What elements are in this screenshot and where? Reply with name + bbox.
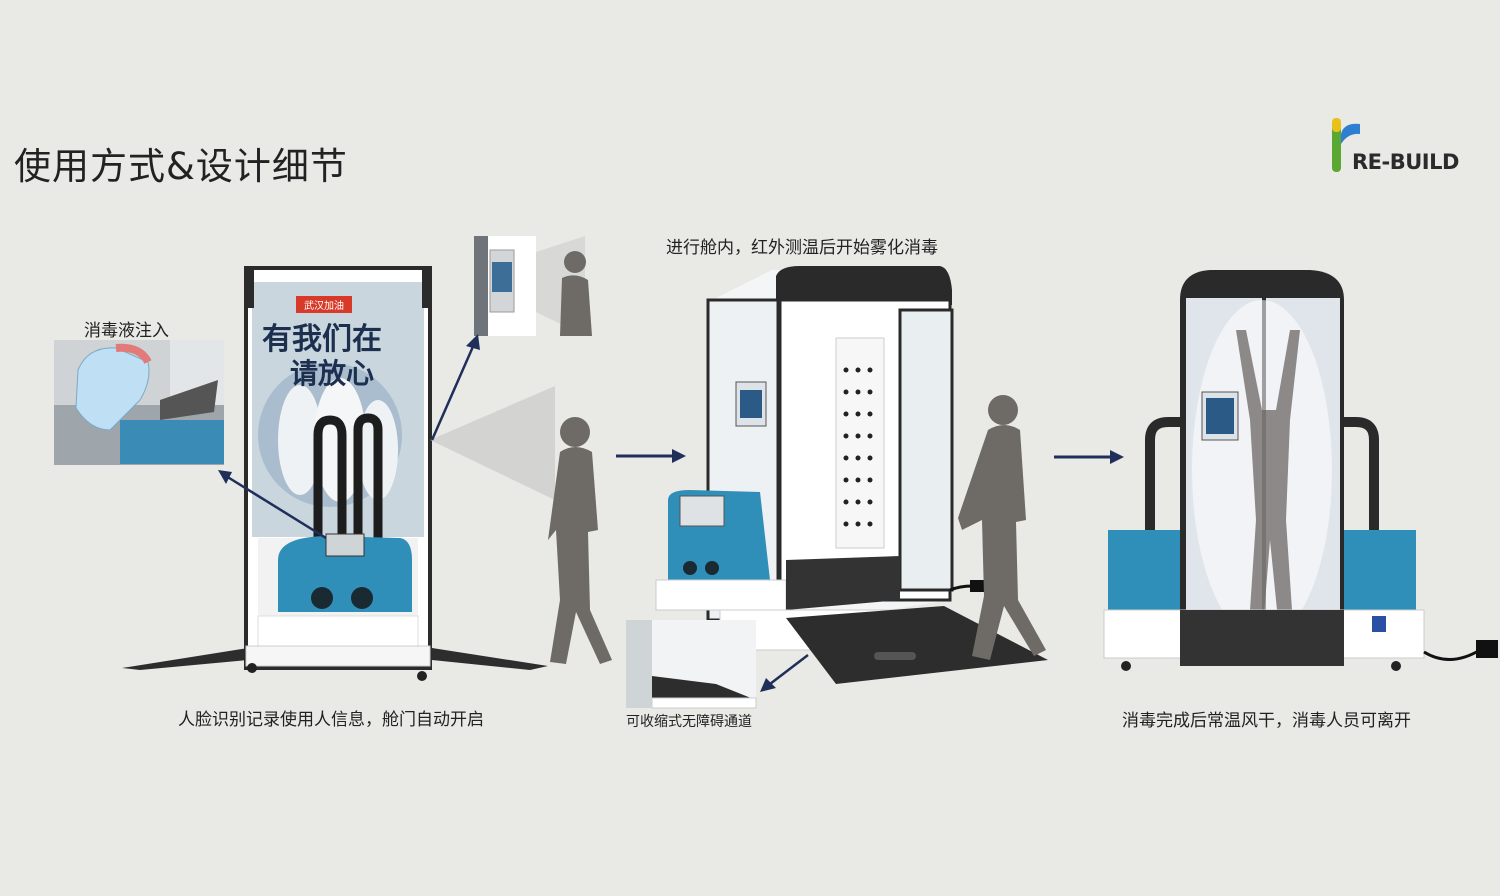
poster-slogan-2: 请放心 xyxy=(290,357,375,390)
person-silhouette-1 xyxy=(548,417,612,664)
booth2-door-right xyxy=(898,308,954,592)
caption-finish: 消毒完成后常温风干，消毒人员可离开 xyxy=(1122,711,1411,731)
rebuild-logo-icon xyxy=(1332,118,1360,172)
right-ramp xyxy=(432,648,548,670)
person-inside xyxy=(1236,330,1300,640)
caption-face: 人脸识别记录使用人信息，舱门自动开启 xyxy=(178,710,484,730)
poster-slogan-1: 有我们在 xyxy=(262,322,382,357)
left-ramp xyxy=(122,648,248,670)
booth2-roof xyxy=(776,266,952,305)
logo-text: RE-BUILD xyxy=(1352,150,1459,174)
caption-inject: 消毒液注入 xyxy=(84,321,169,341)
caption-ramp: 可收缩式无障碍通道 xyxy=(626,714,752,730)
person-silhouette-2 xyxy=(958,395,1046,660)
page-title: 使用方式&设计细节 xyxy=(14,145,348,188)
booth2-nozzle-panel xyxy=(835,337,885,549)
poster-banner: 武汉加油 xyxy=(296,296,352,313)
booth3-tank-right xyxy=(1344,530,1416,610)
booth2-ramp xyxy=(786,606,1048,684)
caption-enter: 进行舱内，红外测温后开始雾化消毒 xyxy=(666,238,938,258)
booth3-tank-left xyxy=(1108,530,1180,610)
booth1-tank xyxy=(278,536,412,612)
